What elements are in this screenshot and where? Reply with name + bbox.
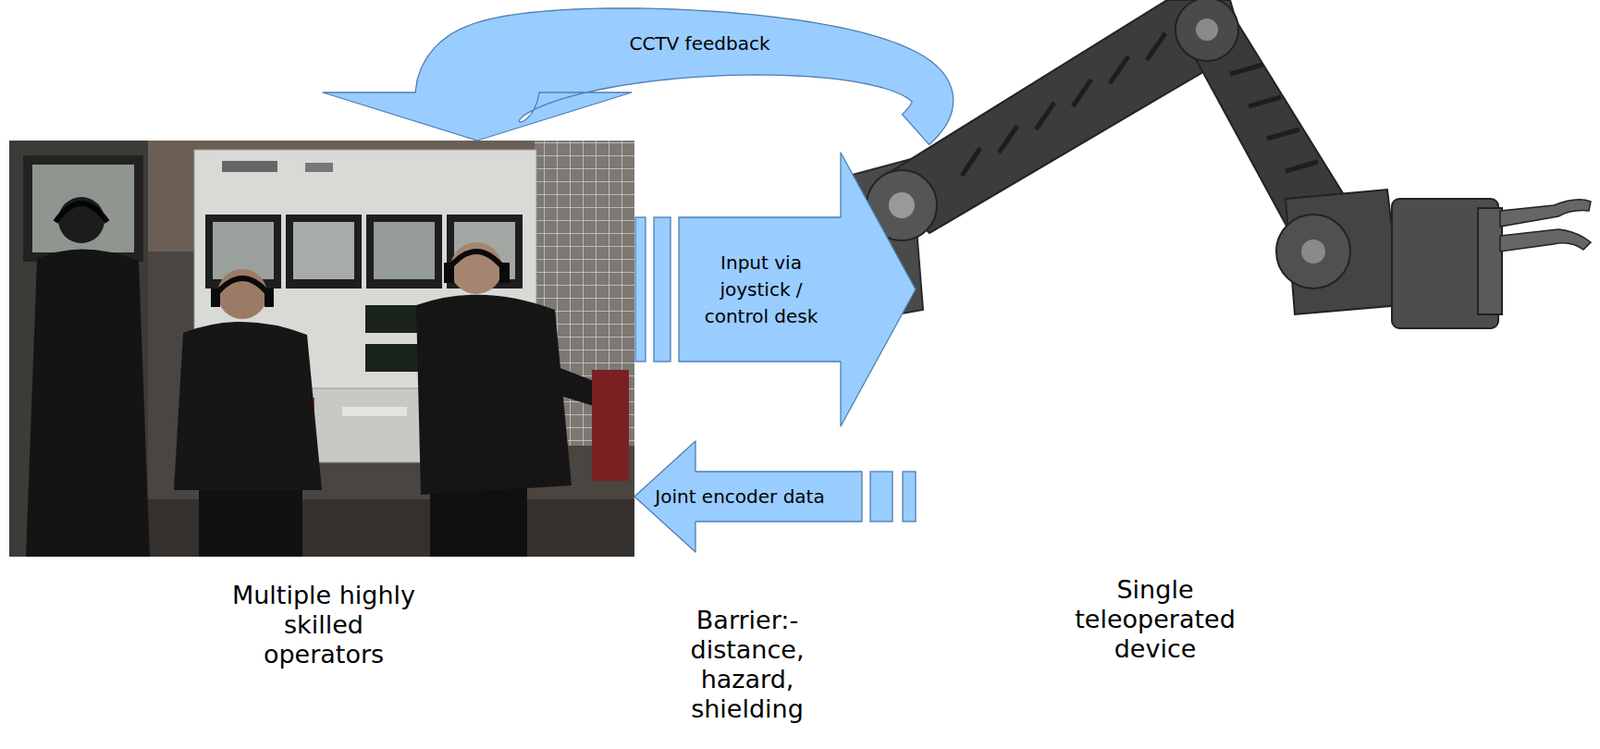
operator-photo-part [210,288,221,308]
operator-photo-part [293,221,355,280]
operator-photo-part [221,160,278,173]
robot-arm-part [888,192,915,219]
operator-photo-part [416,295,572,495]
input-arrow [635,152,916,427]
teleoperated-device: Single teleoperated device [915,0,1596,555]
operator-photo-part [285,214,362,289]
operator-photo [9,140,635,557]
barrier-note: Barrier:- distance, hazard, shielding [685,605,811,724]
operator-photo-part [591,369,629,481]
curved-block-arrow [322,8,954,146]
node-caption: Multiple highly skilled operators [226,580,422,670]
operator-photo-part [447,251,505,271]
operator-photo-part [55,203,108,222]
robot-arm-part [1195,18,1219,41]
robot-arm-part [1500,229,1591,252]
encoder-arrow [634,441,916,553]
operator-photo-part [32,164,135,253]
node-caption: Single teleoperated device [1072,575,1238,665]
robot-arm [849,0,1591,329]
arrow-label: CCTV feedback [628,30,770,58]
barrier-bar [902,471,916,522]
operator-station: Multiple highly skilled operators [9,140,635,557]
operator-photo-part [499,262,510,284]
barrier-bar [870,471,893,522]
operator-photo-part [23,155,144,262]
arrow-label: Joint encoder data [654,483,825,511]
robot-arm-part [1230,64,1318,172]
block-arrow [634,441,862,553]
robot-arm-part [961,33,1166,176]
robot-arm-part [1301,239,1326,264]
operator-photo-part [342,406,407,417]
robot-arm-part [1477,208,1502,315]
robot-arm-part [1500,199,1591,227]
operator-photo-part [365,305,423,333]
barrier-bar [635,217,646,362]
operator-photo-part [264,288,274,308]
operator-photo-part [9,140,635,557]
operator-photo-part [305,162,333,173]
operator-photo-part [373,221,435,280]
operator-photo-part [536,360,602,407]
block-arrow [678,152,916,427]
operator-photo-part [25,248,150,557]
operator-photo-part [443,262,455,284]
operator-photo-part [173,321,322,491]
arrow-label: Input via joystick / control desk [700,249,823,331]
operator-photo-part [365,344,423,372]
operator-photo-part [214,278,271,296]
barrier-bar [653,217,671,362]
operator-photo-part [366,214,443,289]
robot-arm-part [1276,214,1351,289]
feedback-arrow [322,8,954,146]
robot-arm-part [1175,0,1239,62]
